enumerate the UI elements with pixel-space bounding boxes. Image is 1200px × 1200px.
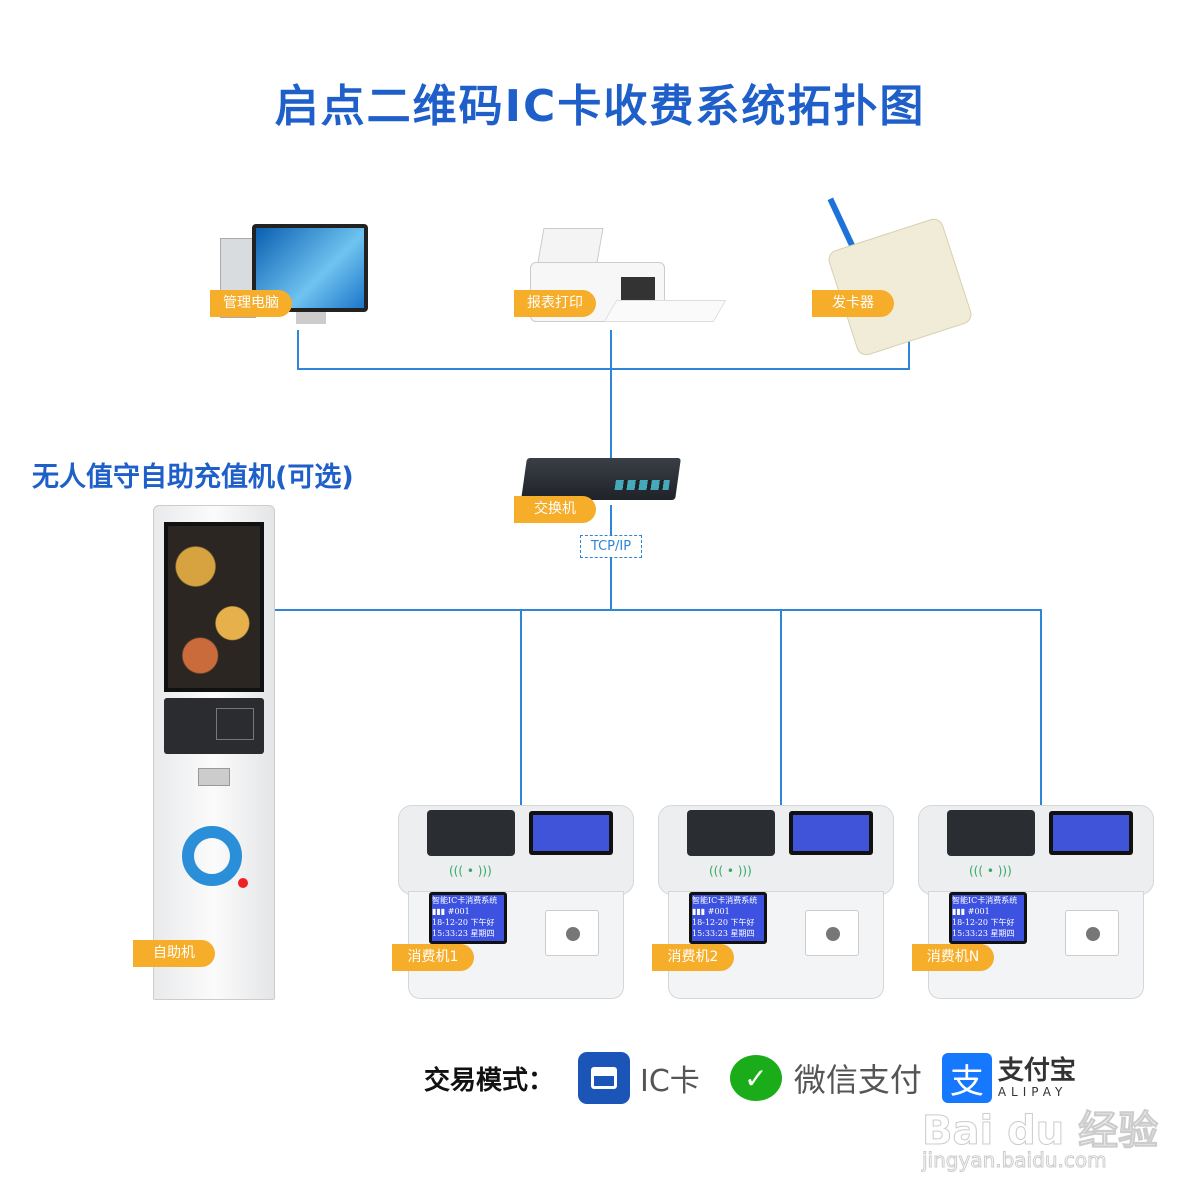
screen-line: ▮▮▮ #001 (432, 907, 470, 916)
screen-line: 智能IC卡消费系统 (952, 896, 1018, 905)
label-terminal-2: 消费机2 (652, 944, 734, 971)
label-card-issuer: 发卡器 (812, 290, 894, 317)
screen-line: 18-12-20 下午好 (692, 918, 755, 927)
ic-card-icon (578, 1052, 631, 1104)
wechat-pay-icon: ✓ (729, 1055, 782, 1101)
screen-line: 18-12-20 下午好 (432, 918, 495, 927)
kiosk-heading: 无人值守自助充值机(可选) (32, 462, 354, 493)
protocol-label: TCP/IP (580, 535, 642, 558)
network-switch-icon (521, 458, 681, 500)
ic-card-label: IC卡 (640, 1064, 700, 1099)
connector (610, 505, 612, 611)
label-printer: 报表打印 (514, 290, 596, 317)
qr-scanner-icon (1065, 910, 1119, 956)
screen-line: 15:33:23 星期四 (432, 929, 495, 938)
label-terminal-n: 消费机N (912, 944, 994, 971)
alipay-label: 支付宝 (997, 1056, 1076, 1086)
connector (1040, 609, 1042, 806)
alipay-en-label: ALIPAY (997, 1085, 1068, 1099)
wechat-pay-label: 微信支付 (793, 1061, 922, 1099)
connector (780, 609, 782, 806)
qr-scanner-icon (545, 910, 599, 956)
label-kiosk: 自助机 (133, 940, 215, 967)
connector (520, 609, 522, 806)
monitor-stand (296, 312, 326, 324)
screen-line: 15:33:23 星期四 (692, 929, 755, 938)
connector (275, 609, 1042, 611)
screen-line: 智能IC卡消费系统 (432, 896, 498, 905)
label-switch: 交换机 (514, 496, 596, 523)
connector (610, 330, 612, 458)
screen-line: ▮▮▮ #001 (692, 907, 730, 916)
connector (908, 340, 910, 370)
screen-line: 智能IC卡消费系统 (692, 896, 758, 905)
label-terminal-1: 消费机1 (392, 944, 474, 971)
payment-modes: 交易模式： IC卡 ✓ 微信支付 支 支付宝 ALIPAY (424, 1050, 1076, 1106)
alipay-logo: 支付宝 ALIPAY (998, 1057, 1076, 1099)
paper-output (603, 300, 727, 322)
screen-line: ▮▮▮ #001 (952, 907, 990, 916)
payment-label: 交易模式： (424, 1065, 555, 1096)
alipay-icon: 支 (941, 1053, 992, 1103)
connector (297, 330, 299, 370)
watermark-brand: Bai du 经验 (921, 1108, 1159, 1155)
qr-scanner-icon (805, 910, 859, 956)
watermark-url: jingyan.baidu.com (922, 1148, 1108, 1173)
screen-line: 15:33:23 星期四 (952, 929, 1015, 938)
screen-line: 18-12-20 下午好 (952, 918, 1015, 927)
connector (297, 368, 910, 370)
page-title: 启点二维码IC卡收费系统拓扑图 (274, 81, 926, 132)
kiosk-machine (153, 505, 275, 1000)
label-pc: 管理电脑 (210, 290, 292, 317)
